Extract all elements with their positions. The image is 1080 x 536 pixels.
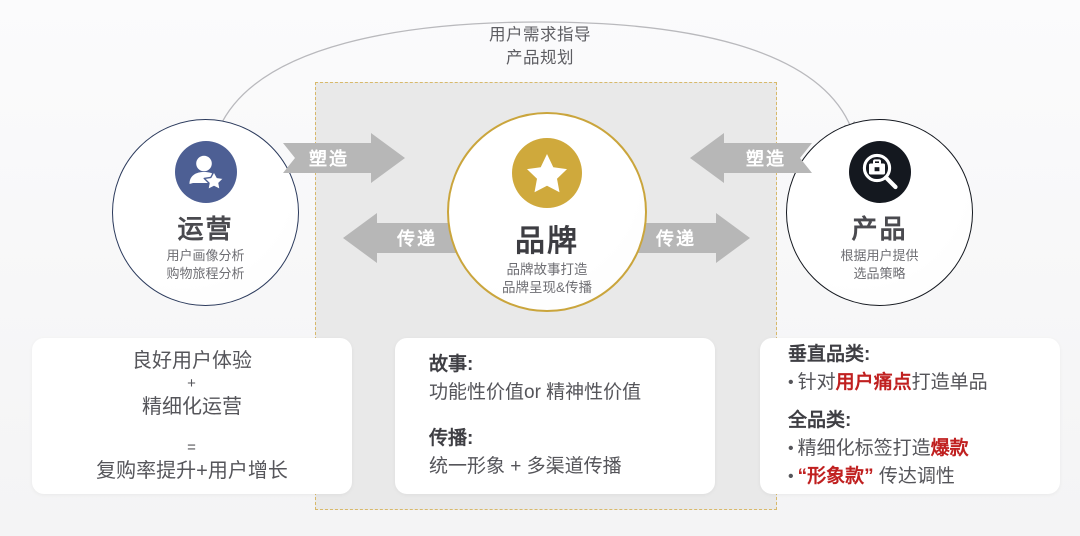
card-product: 垂直品类: • 针对用户痛点打造单品 全品类: • 精细化标签打造爆款 • “形… [760,338,1060,494]
card-brand-body2: 统一形象 + 多渠道传播 [429,456,622,477]
arrow-product-to-brand: 塑造 [690,133,812,183]
node-operations-subtitle: 用户画像分析 购物旅程分析 [166,248,245,281]
bullet-icon: • [788,468,794,485]
card-product-b3-highlight: “形象款” [797,466,874,487]
card-product-b2-pre: 精细化标签打造 [797,438,931,459]
card-brand: 故事: 功能性价值or 精神性价值 传播: 统一形象 + 多渠道传播 [395,338,715,494]
node-brand-title: 品牌 [515,225,579,258]
node-brand-subtitle: 品牌故事打造 品牌呈现&传播 [501,262,592,295]
node-brand[interactable]: 品牌 品牌故事打造 品牌呈现&传播 [447,112,647,312]
top-curved-arrow [215,21,855,137]
card-operations-op1: + [187,375,197,392]
card-product-head1: 垂直品类: [788,344,871,365]
arrow-ops-to-brand: 塑造 [283,133,405,183]
node-product-title: 产品 [851,214,908,244]
node-product[interactable]: 产品 根据用户提供 选品策略 [786,119,973,306]
node-operations-title: 运营 [177,214,234,244]
card-operations-line3: 复购率提升+用户增长 [96,460,288,482]
user-star-icon [174,141,237,203]
card-product-b1-pre: 针对 [797,372,836,393]
node-product-subtitle: 根据用户提供 选品策略 [840,248,919,281]
briefcase-search-icon [848,141,911,203]
node-operations[interactable]: 运营 用户画像分析 购物旅程分析 [112,119,299,306]
card-brand-body1: 功能性价值or 精神性价值 [429,382,642,403]
card-product-bullet-3: • “形象款” 传达调性 [788,463,1032,491]
star-badge-icon [512,138,582,208]
card-product-b3-post: 传达调性 [873,466,955,487]
top-flow-label: 用户需求指导 产品规划 [489,26,591,67]
card-operations: 良好用户体验 + 精细化运营 = 复购率提升+用户增长 [32,338,352,494]
card-brand-head1: 故事: [429,354,474,375]
card-product-bullet-1: • 针对用户痛点打造单品 [788,369,1032,397]
bullet-icon: • [788,440,794,457]
card-operations-op2: = [187,439,197,456]
card-product-b1-post: 打造单品 [911,372,988,393]
card-operations-line2: 精细化运营 [142,396,242,418]
card-product-b2-highlight: 爆款 [930,438,969,459]
card-brand-head2: 传播: [429,428,474,449]
bullet-icon: • [788,374,794,391]
card-product-head2: 全品类: [788,410,852,431]
card-operations-line1: 良好用户体验 [132,350,252,372]
card-product-b1-highlight: 用户痛点 [835,372,912,393]
card-product-bullet-2: • 精细化标签打造爆款 [788,435,1032,463]
